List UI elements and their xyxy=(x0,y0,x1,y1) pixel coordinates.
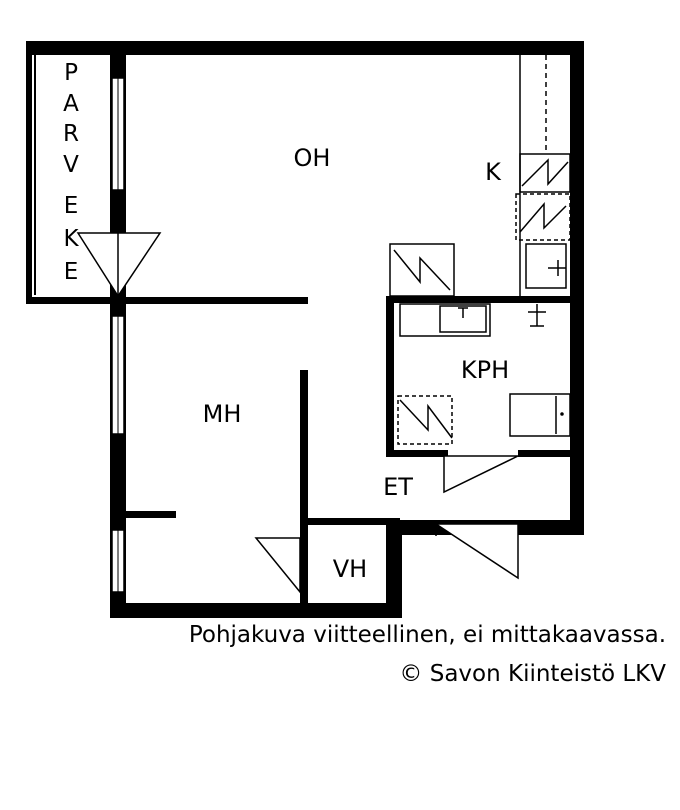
balcony-label-letter: E xyxy=(64,193,79,219)
balcony-label-letter: E xyxy=(64,259,79,285)
balcony-label-letter: A xyxy=(63,91,79,117)
balcony: P A R V E K E xyxy=(26,41,126,304)
room-label-k: K xyxy=(485,158,502,186)
room-labels: OH K KPH MH ET VH xyxy=(203,144,510,583)
disclaimer-caption: Pohjakuva viitteellinen, ei mittakaavass… xyxy=(188,622,666,648)
kitchen-counter xyxy=(515,55,571,296)
interior-walls xyxy=(126,296,576,608)
balcony-label-letter: K xyxy=(63,226,79,252)
bathroom-fixtures xyxy=(397,303,571,445)
balcony-label-letter: P xyxy=(64,60,78,86)
floor-plan: P A R V E K E xyxy=(26,41,584,618)
appliance-cabinet xyxy=(389,243,455,297)
balcony-label-letter: V xyxy=(63,152,79,178)
windows xyxy=(111,77,125,593)
balcony-door xyxy=(76,218,162,298)
copyright-caption: © Savon Kiinteistö LKV xyxy=(399,661,666,687)
room-label-vh: VH xyxy=(333,555,367,583)
room-label-kph: KPH xyxy=(461,356,509,384)
room-label-oh: OH xyxy=(294,144,331,172)
doors xyxy=(254,455,519,595)
room-label-et: ET xyxy=(383,473,413,501)
room-label-mh: MH xyxy=(203,400,242,428)
balcony-label-letter: R xyxy=(63,121,79,147)
